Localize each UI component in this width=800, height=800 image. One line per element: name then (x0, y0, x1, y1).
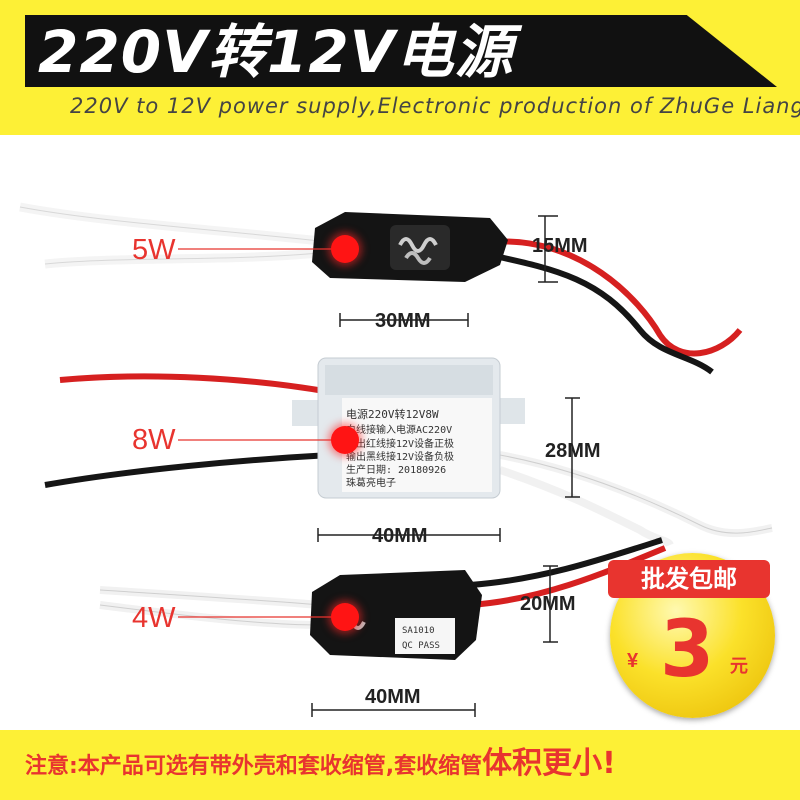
module-5w-height-label: 15MM (532, 235, 588, 257)
module-4w-length-label: 40MM (365, 686, 421, 708)
module-5w-length-label: 30MM (375, 310, 431, 332)
title-bar (25, 15, 777, 87)
module-5w-power-label: 5W (132, 234, 176, 266)
footer-band (0, 730, 800, 800)
module-8w-label-line-2: 白线接输入电源AC220V (346, 423, 452, 436)
module-8w-label-line-1: 电源220V转12V8W (346, 407, 439, 421)
module-4w-power-label: 4W (132, 602, 176, 634)
module-4w-image (99, 537, 667, 660)
module-8w-label-line-6: 珠葛亮电子 (346, 476, 396, 489)
module-8w-label-line-4: 输出黑线接12V设备负极 (346, 450, 454, 463)
module-4w-marker-dot (331, 603, 359, 631)
module-4w-label-line-2: QC PASS (402, 641, 440, 651)
page-title: 220V转12V电源 (38, 18, 514, 86)
footer-note: 注意:本产品可选有带外壳和套收缩管,套收缩管体积更小! (25, 742, 616, 786)
footer-note-emphasis: 体积更小! (482, 746, 616, 781)
badge-banner: 批发包邮 (608, 560, 770, 598)
module-8w-label-line-3: 输出红线接12V设备正极 (346, 437, 454, 450)
module-5w-marker-dot (331, 235, 359, 263)
page-subtitle: 220V to 12V power supply,Electronic prod… (70, 94, 800, 118)
badge-unit: 元 (730, 656, 748, 677)
module-4w-height-label: 20MM (520, 593, 576, 615)
product-photo: 电源220V转12V8W 白线接输入电源AC220V 输出红线接12V设备正极 … (19, 202, 773, 717)
module-8w-power-label: 8W (132, 424, 176, 456)
module-8w-image (44, 357, 773, 548)
module-4w-label-line-1: SA1010 (402, 626, 435, 636)
module-8w-height-label: 28MM (545, 440, 601, 462)
module-8w-length-label: 40MM (372, 525, 428, 547)
module-5w-image (19, 202, 743, 375)
module-8w-label-line-5: 生产日期: 20180926 (346, 463, 446, 476)
footer-note-text: 注意:本产品可选有带外壳和套收缩管,套收缩管 (25, 754, 483, 779)
badge-price: 3 (660, 605, 715, 695)
module-8w-marker-dot (331, 426, 359, 454)
badge-currency: ¥ (627, 650, 639, 672)
